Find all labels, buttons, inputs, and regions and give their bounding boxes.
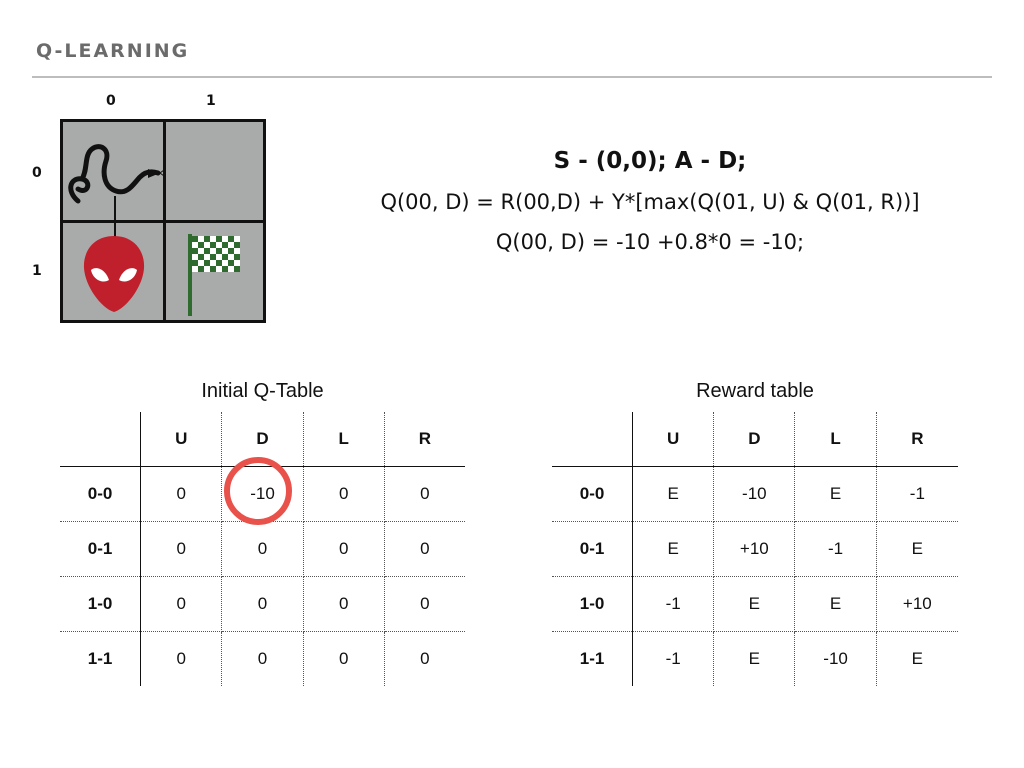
table-row: 1-1 0 0 0 0 — [60, 631, 465, 686]
table-cell: -10 — [713, 466, 796, 522]
alien-head-icon — [83, 236, 145, 312]
table-cell: 0 — [384, 521, 465, 577]
state-action-line: S - (0,0); A - D; — [553, 148, 747, 174]
table-cell: 0 — [140, 521, 223, 577]
table-row: 0-1 0 0 0 0 — [60, 521, 465, 577]
header-cell: R — [876, 412, 958, 467]
table-row: 0-0 E -10 E -1 — [552, 466, 958, 522]
table-cell: 0 — [221, 521, 304, 577]
header-cell: U — [140, 412, 223, 467]
row-label: 0-1 — [60, 521, 142, 577]
table-cell: 0 — [221, 631, 304, 686]
snake-icon — [68, 144, 164, 204]
row-label: 1-0 — [60, 576, 142, 632]
q-table-caption: Initial Q-Table — [201, 380, 324, 402]
grid-row-label-1: 1 — [32, 263, 42, 279]
grid-col-label-1: 1 — [206, 93, 216, 109]
table-cell: E — [794, 576, 877, 632]
header-cell: L — [794, 412, 877, 467]
checkered-flag-icon — [188, 234, 240, 316]
table-cell: 0 — [303, 576, 385, 632]
row-label: 1-1 — [60, 631, 142, 686]
q-table: U D L R 0-0 0 -10 0 0 0-1 0 0 0 0 1-0 0 … — [60, 412, 465, 686]
table-cell: E — [794, 466, 877, 522]
grid-divider-horizontal — [63, 220, 263, 223]
q-update-result: Q(00, D) = -10 +0.8*0 = -10; — [495, 230, 805, 254]
table-cell: E — [632, 521, 715, 577]
header-cell: D — [713, 412, 796, 467]
table-cell: +10 — [713, 521, 796, 577]
table-cell: 0 — [384, 576, 465, 632]
table-cell: E — [713, 631, 796, 686]
table-row: 1-1 -1 E -10 E — [552, 631, 958, 686]
highlight-circle — [224, 457, 292, 525]
table-cell: -1 — [632, 576, 715, 632]
table-cell: 0 — [221, 576, 304, 632]
q-update-equation: Q(00, D) = R(00,D) + Y*[max(Q(01, U) & Q… — [380, 190, 920, 214]
header-cell: R — [384, 412, 465, 467]
slide-title: Q-LEARNING — [36, 40, 190, 62]
reward-table-caption: Reward table — [696, 380, 814, 402]
table-cell: 0 — [420, 649, 430, 668]
header-cell — [552, 412, 634, 467]
table-cell: 0 — [140, 631, 223, 686]
row-label: 0-0 — [552, 466, 634, 522]
table-cell: +10 — [876, 576, 958, 632]
table-row: 1-0 0 0 0 0 — [60, 576, 465, 632]
table-cell: 0 — [303, 521, 385, 577]
header-cell: U — [632, 412, 715, 467]
table-cell: -1 — [794, 521, 877, 577]
grid-col-label-0: 0 — [106, 93, 116, 109]
table-header-row: U D L R — [552, 412, 958, 467]
table-cell: 0 — [140, 466, 223, 522]
table-row: 1-0 -1 E E +10 — [552, 576, 958, 632]
table-cell: -1 — [632, 631, 715, 686]
grid-row-label-0: 0 — [32, 165, 42, 181]
table-row: 0-1 E +10 -1 E — [552, 521, 958, 577]
table-cell: E — [876, 521, 958, 577]
grid-world — [60, 119, 266, 323]
row-label: 1-1 — [552, 631, 634, 686]
table-cell: -1 — [876, 466, 958, 522]
table-cell: 0 — [303, 631, 385, 686]
title-divider — [32, 76, 992, 78]
table-cell: E — [713, 576, 796, 632]
header-cell: L — [303, 412, 385, 467]
row-label: 0-0 — [60, 466, 142, 522]
table-cell: E — [911, 649, 924, 668]
table-cell: 0 — [303, 466, 385, 522]
row-label: 0-1 — [552, 521, 634, 577]
table-cell: 0 — [140, 576, 223, 632]
reward-table: U D L R 0-0 E -10 E -1 0-1 E +10 -1 E 1-… — [552, 412, 958, 686]
table-cell: E — [632, 466, 715, 522]
header-cell — [60, 412, 142, 467]
table-cell: -10 — [794, 631, 877, 686]
row-label: 1-0 — [552, 576, 634, 632]
table-cell: 0 — [384, 466, 465, 522]
